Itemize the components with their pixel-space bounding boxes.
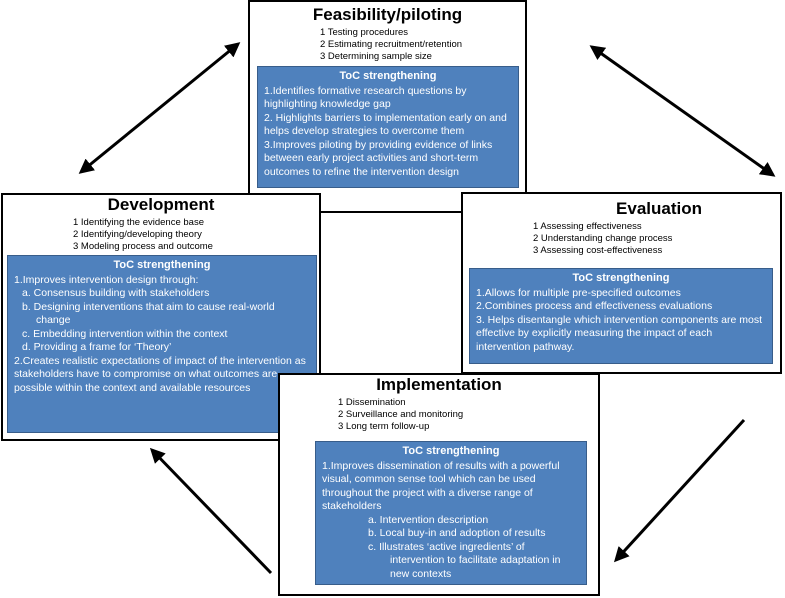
toc-title: ToC strengthening <box>113 259 211 271</box>
toc-subpoint: b. Designing interventions that aim to c… <box>22 300 275 327</box>
toc-point: 1.Improves intervention design through: … <box>14 274 310 355</box>
toc-subpoint: d. Providing a frame for ‘Theory’ <box>22 341 172 353</box>
implementation-toc-box: ToC strengthening 1.Improves disseminati… <box>315 441 587 585</box>
development-title: Development <box>107 195 215 214</box>
implementation-items: 1 Dissemination 2 Surveillance and monit… <box>338 397 598 433</box>
toc-subpoint: b. Local buy-in and adoption of results <box>368 527 546 539</box>
toc-subpoint: a. Intervention description <box>368 513 489 526</box>
evaluation-toc-box: ToC strengthening 1.Allows for multiple … <box>469 268 773 364</box>
development-item: 1 Identifying the evidence base <box>73 217 204 228</box>
implementation-title: Implementation <box>376 375 502 394</box>
arrow-feasibility-evaluation <box>589 45 776 177</box>
toc-title: ToC strengthening <box>339 70 437 82</box>
toc-point: 3. Helps disentangle which intervention … <box>476 313 762 353</box>
feasibility-item: 1 Testing procedures <box>320 27 409 38</box>
evaluation-items: 1 Assessing effectiveness 2 Understandin… <box>533 221 780 257</box>
toc-point: 2. Highlights barriers to implementation… <box>264 111 507 138</box>
toc-point-text: 1.Improves intervention design through: <box>14 273 199 286</box>
implementation-item: 1 Dissemination <box>338 397 406 408</box>
toc-title: ToC strengthening <box>572 272 670 284</box>
toc-point: 2.Combines process and effectiveness eva… <box>476 300 713 312</box>
development-item: 3 Modeling process and outcome <box>73 241 213 252</box>
toc-point-text: 1.Improves dissemination of results with… <box>322 459 560 513</box>
development-box: Development 1 Identifying the evidence b… <box>1 193 321 441</box>
feasibility-title: Feasibility/piloting <box>312 5 463 24</box>
implementation-item: 3 Long term follow-up <box>338 421 430 432</box>
evaluation-box: Evaluation 1 Assessing effectiveness 2 U… <box>461 192 782 374</box>
arrow-development-feasibility <box>78 42 241 174</box>
implementation-item: 2 Surveillance and monitoring <box>338 409 464 420</box>
toc-subpoint: c. Embedding intervention within the con… <box>22 327 228 340</box>
toc-title: ToC strengthening <box>402 445 500 457</box>
toc-point: 1.Identifies formative research question… <box>264 84 467 111</box>
feasibility-toc-box: ToC strengthening 1.Identifies formative… <box>257 66 519 188</box>
evaluation-item: 3 Assessing cost-effectiveness <box>533 245 663 256</box>
evaluation-item: 2 Understanding change process <box>533 233 673 244</box>
development-item: 2 Identifying/developing theory <box>73 229 202 240</box>
toc-point: 2.Creates realistic expectations of impa… <box>14 354 306 394</box>
arrow-implementation-development <box>149 447 273 575</box>
feasibility-items: 1 Testing procedures 2 Estimating recrui… <box>320 27 525 63</box>
feasibility-item: 3 Determining sample size <box>320 51 432 62</box>
development-items: 1 Identifying the evidence base 2 Identi… <box>73 217 319 253</box>
toc-point: 1.Allows for multiple pre-specified outc… <box>476 286 681 299</box>
feasibility-item: 2 Estimating recruitment/retention <box>320 39 463 50</box>
evaluation-title: Evaluation <box>616 199 702 218</box>
toc-point: 1.Improves dissemination of results with… <box>322 460 580 582</box>
toc-point: 3.Improves piloting by providing evidenc… <box>264 138 493 178</box>
toc-subpoint: a. Consensus building with stakeholders <box>22 287 210 299</box>
implementation-box: Implementation 1 Dissemination 2 Surveil… <box>278 373 600 596</box>
arrow-evaluation-implementation <box>613 418 746 563</box>
development-toc-box: ToC strengthening 1.Improves interventio… <box>7 255 317 433</box>
feasibility-box: Feasibility/piloting 1 Testing procedure… <box>248 0 527 213</box>
evaluation-item: 1 Assessing effectiveness <box>533 221 642 232</box>
toc-subpoint: c. Illustrates ‘active ingredients’ of i… <box>368 540 561 580</box>
